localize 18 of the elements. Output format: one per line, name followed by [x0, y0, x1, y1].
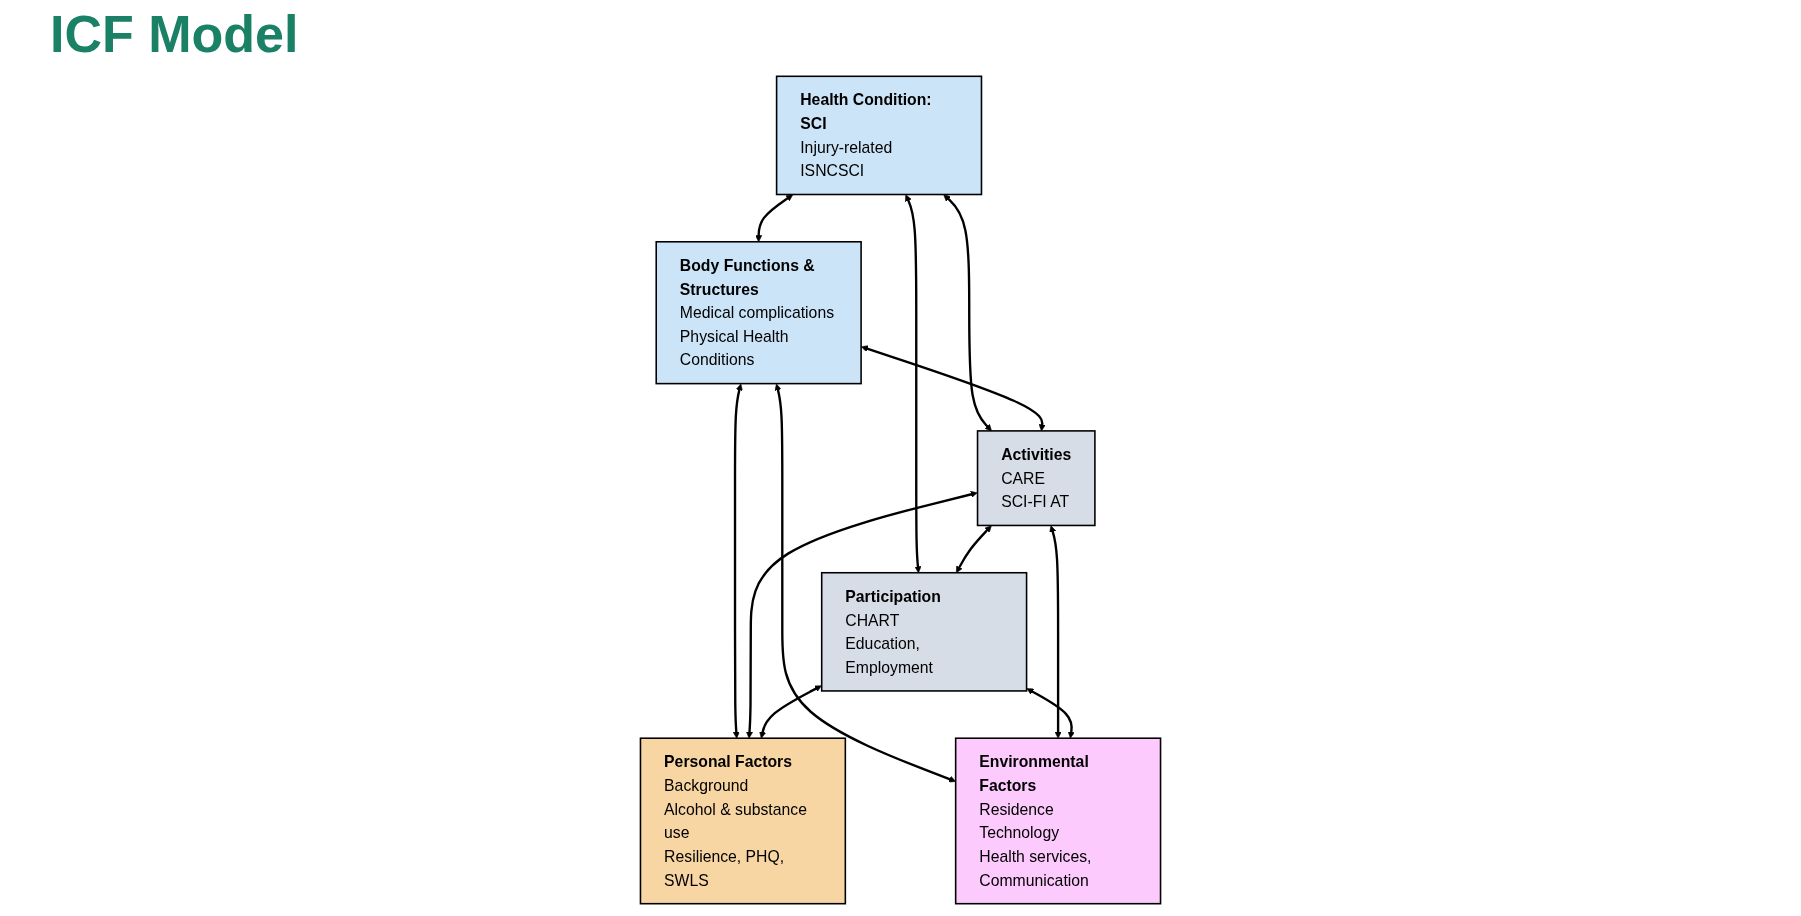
arrow [1026, 688, 1075, 739]
arrow [759, 685, 822, 739]
node-box: Activities CARE SCI-FI AT [976, 430, 1096, 527]
arrow [905, 194, 922, 574]
node-box: Health Condition: SCI Injury-related ISNCSCI [775, 75, 983, 196]
arrow [956, 525, 992, 574]
diagram-title: ICF Model [50, 4, 299, 64]
arrow [861, 345, 1046, 432]
node-box: Participation CHART Education, Employment [820, 571, 1028, 692]
arrow [943, 194, 992, 432]
node-box: Personal Factors Background Alcohol & substance use Resilience, PHQ, SWLS [639, 737, 847, 905]
arrow [732, 383, 743, 739]
arrow [755, 194, 794, 243]
arrow [1049, 525, 1062, 739]
node-box: Body Functions & Structures Medical complications Physical Health Conditions [655, 241, 862, 385]
node-box: Environmental Factors Residence Technology Health services, Communication [954, 737, 1162, 905]
arrow [746, 491, 978, 739]
arrow [774, 383, 956, 783]
